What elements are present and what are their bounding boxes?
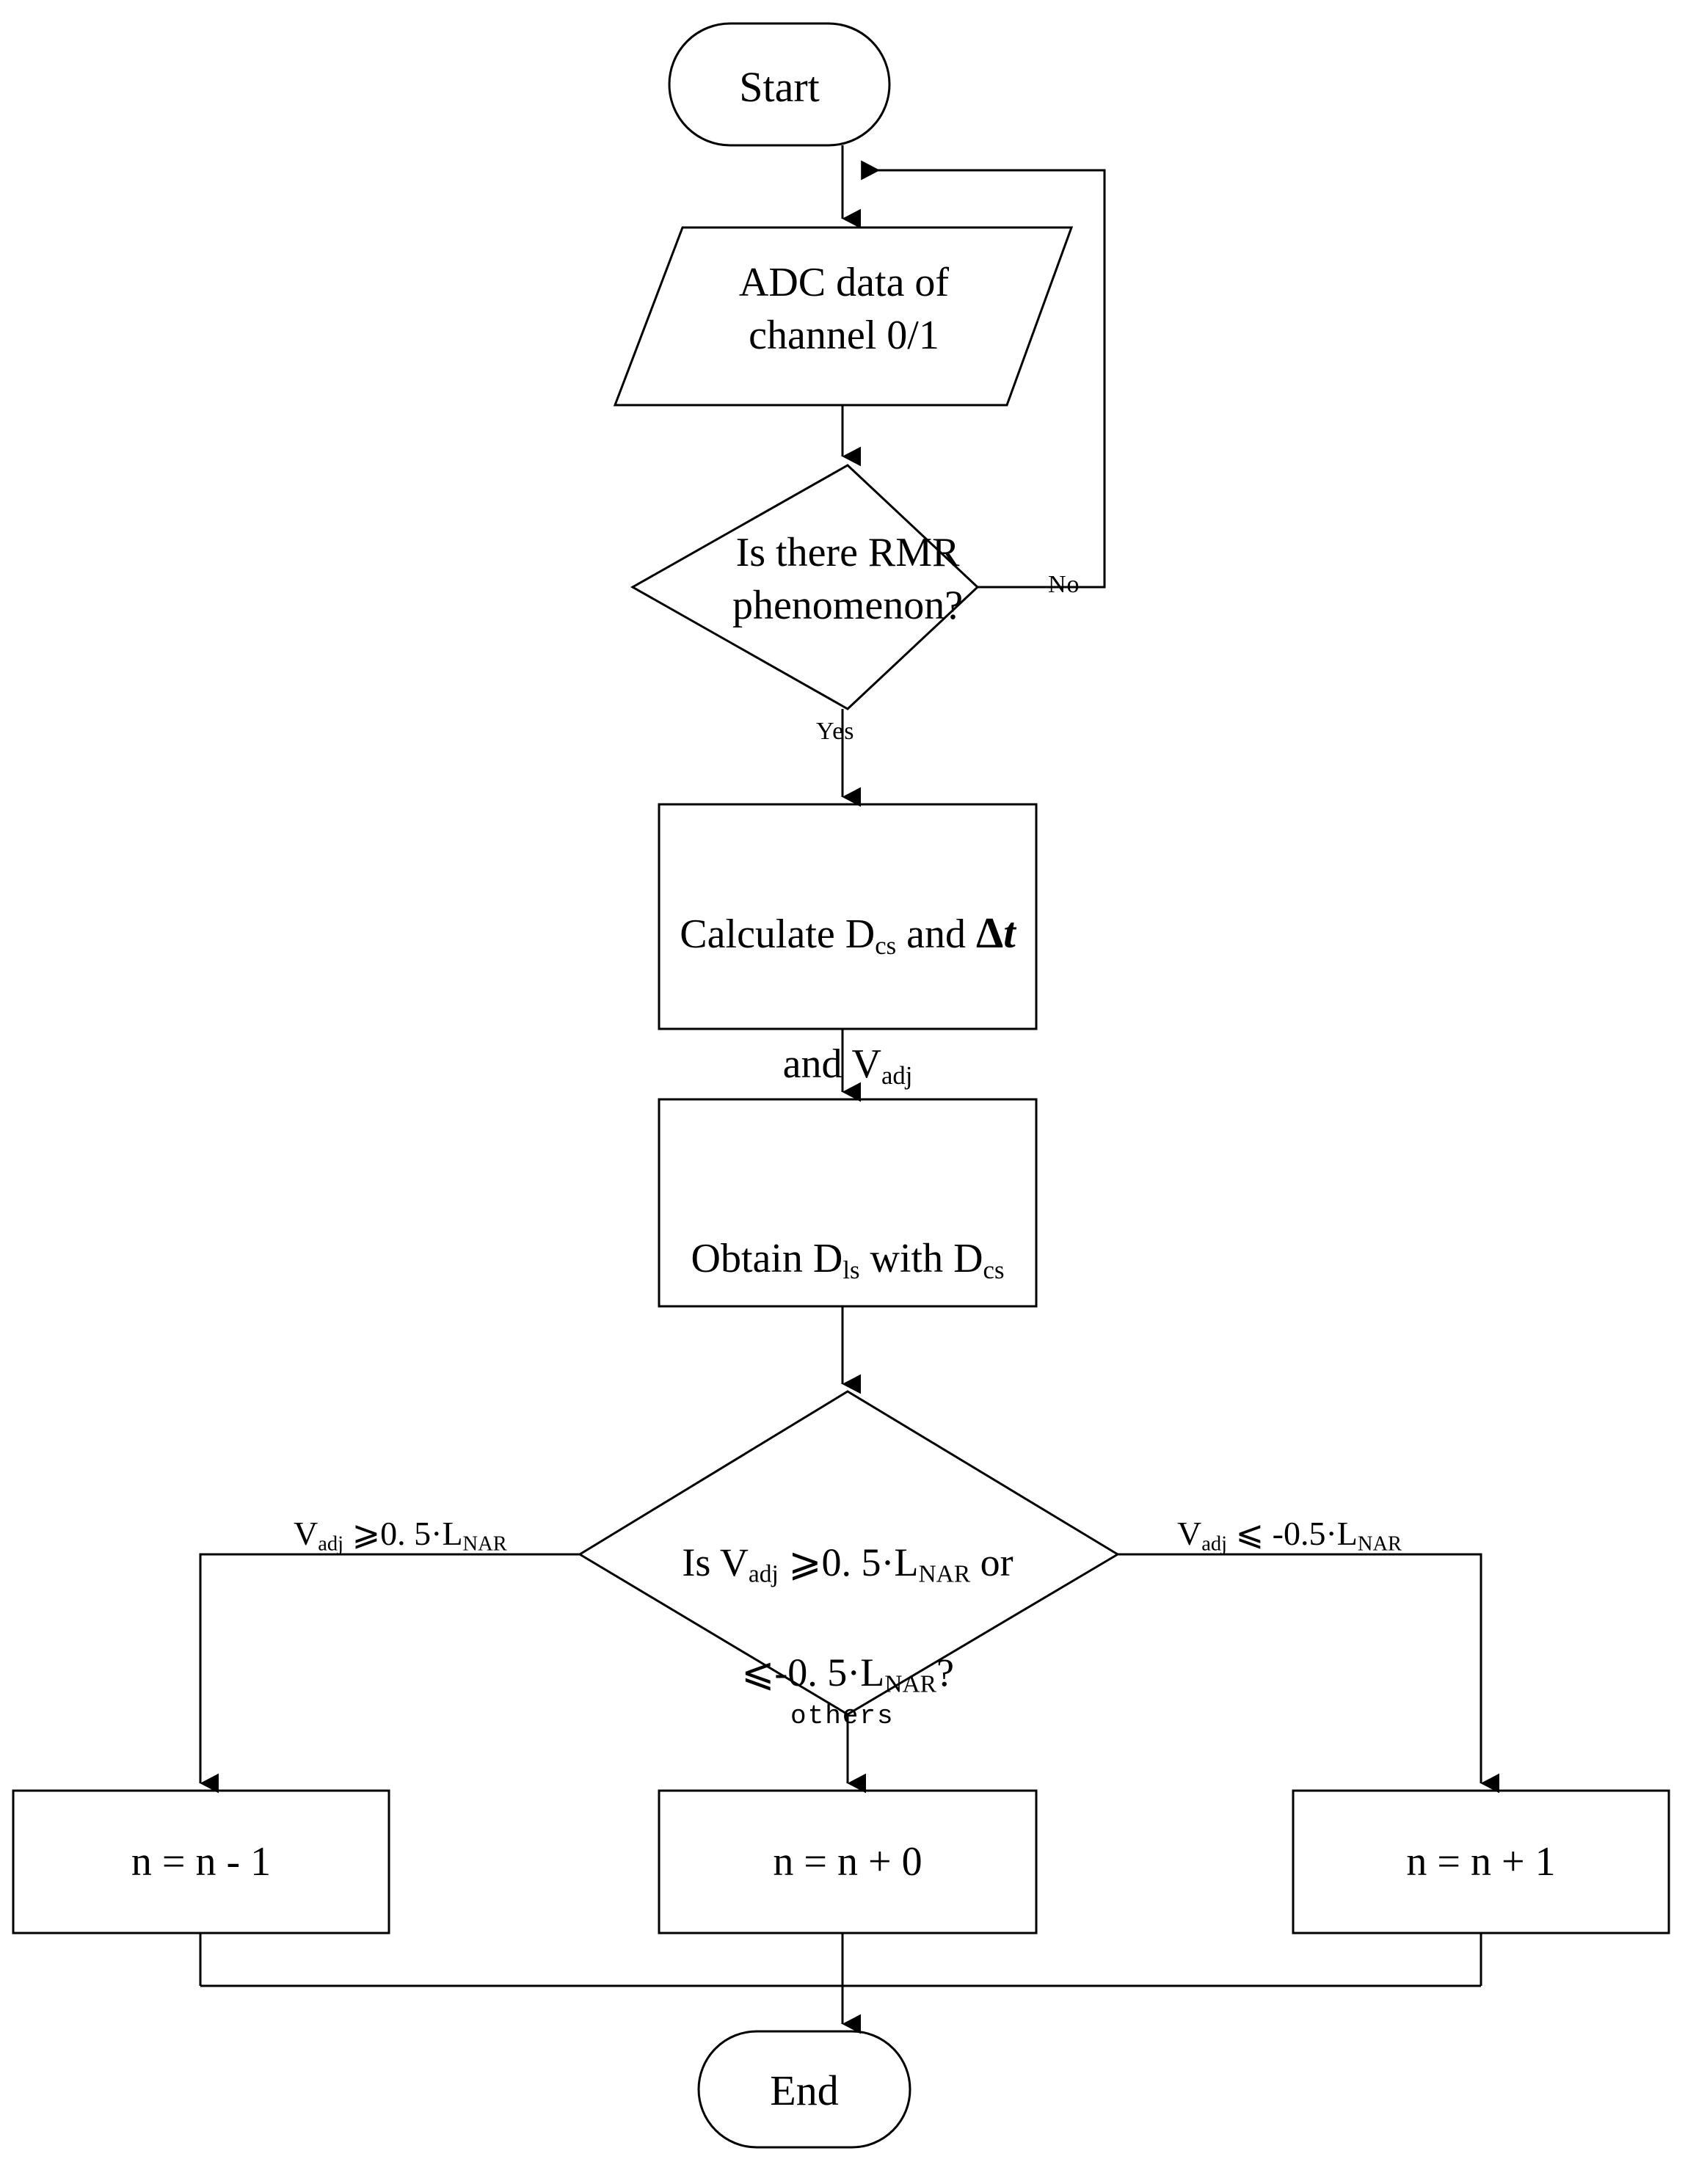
rmr-decision-shape (630, 464, 980, 710)
edge-vadj-left-branch (199, 1553, 580, 1794)
adc-input-shape (613, 226, 1074, 407)
n-plus-1-shape (1292, 1789, 1670, 1934)
n-plus-0-shape (658, 1789, 1038, 1934)
calculate-process-shape (658, 803, 1038, 1030)
vadj-decision-shape (578, 1390, 1120, 1716)
n-minus-1-shape (12, 1789, 390, 1934)
edge-vadj-right-branch (1118, 1553, 1500, 1794)
start-terminal-shape (668, 22, 891, 147)
obtain-process-shape (658, 1098, 1038, 1308)
end-terminal-shape (697, 2030, 911, 2149)
